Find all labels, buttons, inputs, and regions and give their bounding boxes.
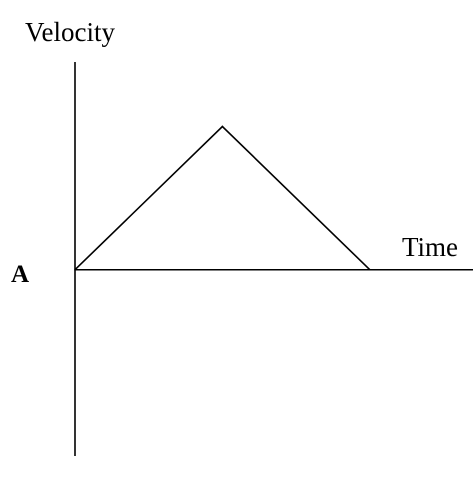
panel-label: A [11, 261, 29, 288]
data-point [221, 125, 224, 128]
x-axis-label: Time [402, 232, 458, 262]
data-points [74, 125, 371, 271]
series-line [74, 125, 371, 271]
data-point [74, 268, 76, 271]
data-point [369, 268, 371, 271]
y-axis-label: Velocity [25, 17, 115, 47]
